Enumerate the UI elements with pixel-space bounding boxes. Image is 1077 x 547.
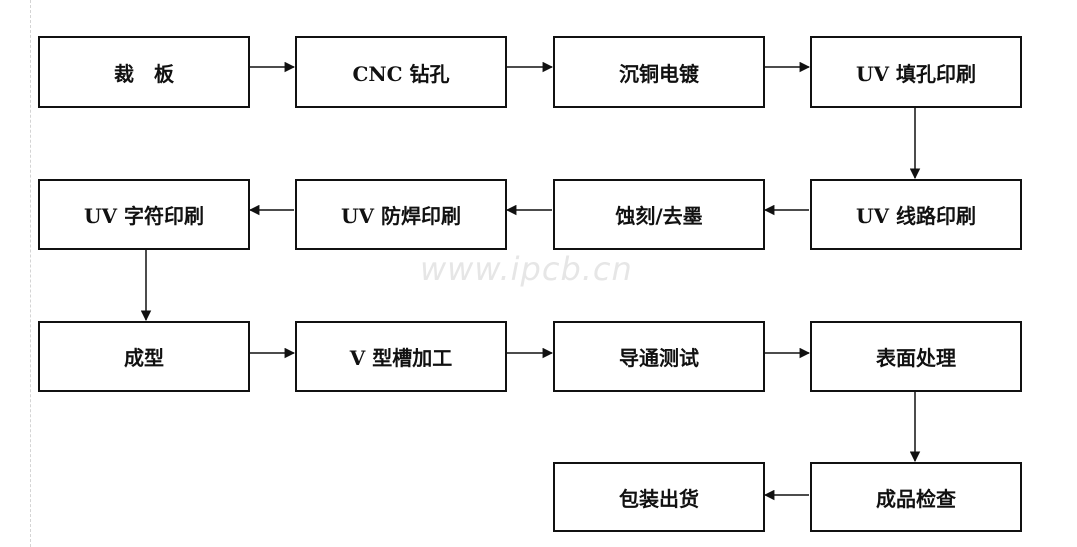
step-final-inspection: 成品检查 [810,462,1022,532]
step-continuity-test: 导通测试 [553,321,765,392]
step-surface-finish: 表面处理 [810,321,1022,392]
step-uv-solder-mask-printing: UV 防焊印刷 [295,179,507,250]
step-packing-shipping: 包装出货 [553,462,765,532]
step-v-groove: V 型槽加工 [295,321,507,392]
step-cnc-drilling: CNC 钻孔 [295,36,507,108]
step-cutting: 裁 板 [38,36,250,108]
step-uv-circuit-printing: UV 线路印刷 [810,179,1022,250]
step-uv-hole-fill-printing: UV 填孔印刷 [810,36,1022,108]
step-uv-legend-printing: UV 字符印刷 [38,179,250,250]
step-copper-plating: 沉铜电镀 [553,36,765,108]
page-edge-line [30,0,31,547]
step-etch-strip: 蚀刻/去墨 [553,179,765,250]
step-forming: 成型 [38,321,250,392]
watermark: www.ipcb.cn [420,250,633,288]
